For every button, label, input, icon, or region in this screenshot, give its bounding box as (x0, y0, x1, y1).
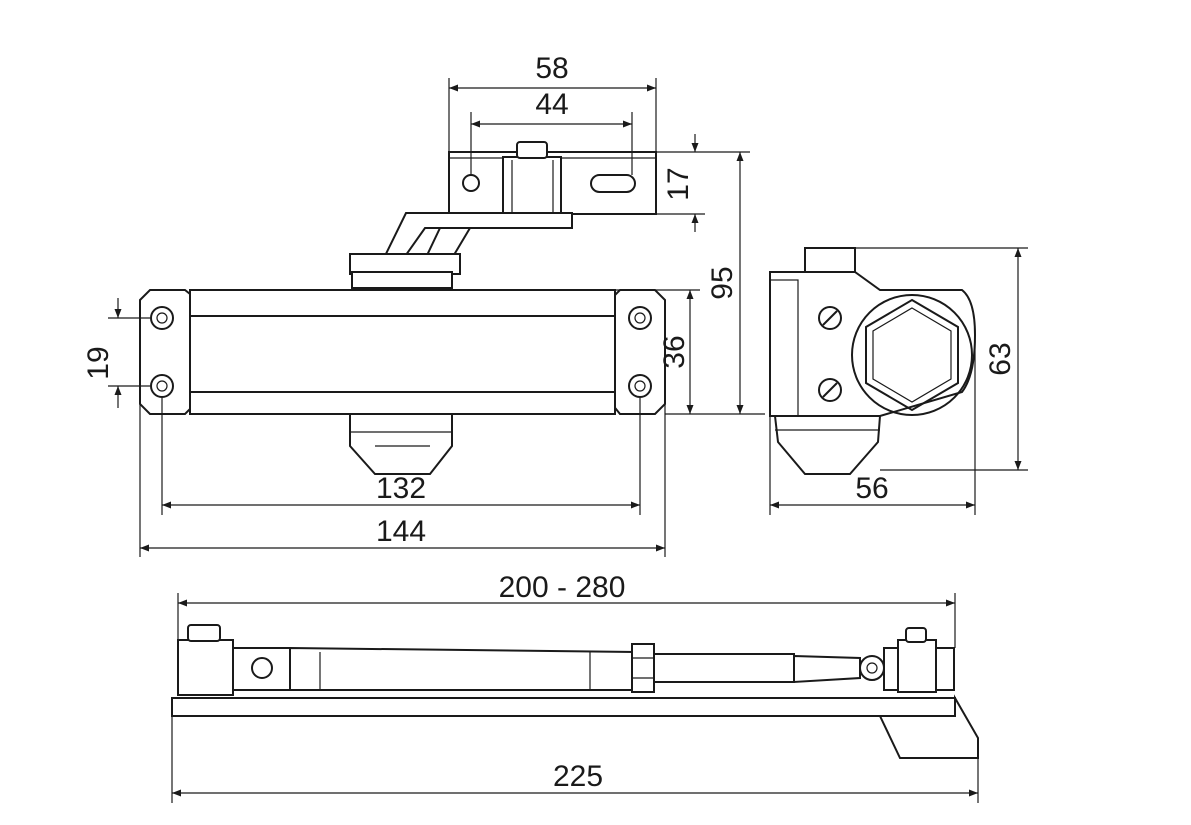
dimension-labels: 58 44 17 95 36 19 132 144 63 56 200 - 28… (82, 52, 1017, 793)
front-view (139, 141, 666, 475)
dim-label-132: 132 (376, 472, 426, 505)
side-view (769, 247, 977, 475)
dim-label-225: 225 (553, 760, 603, 793)
mounting-plate (448, 141, 657, 217)
dim-label-200-280: 200 - 280 (499, 571, 626, 604)
dim-label-17: 17 (662, 167, 695, 200)
dim-label-95: 95 (706, 266, 739, 299)
dim-label-44: 44 (535, 88, 568, 121)
extension-lines (108, 78, 1028, 803)
dim-label-56: 56 (855, 472, 888, 505)
closer-body (139, 289, 666, 475)
dim-label-58: 58 (535, 52, 568, 85)
dim-label-144: 144 (376, 515, 426, 548)
arm-joint (349, 212, 573, 289)
dim-label-19: 19 (82, 346, 115, 379)
dimension-lines (114, 84, 1022, 797)
dim-label-36: 36 (658, 335, 691, 368)
dim-label-63: 63 (984, 342, 1017, 375)
arm-view (171, 624, 979, 759)
